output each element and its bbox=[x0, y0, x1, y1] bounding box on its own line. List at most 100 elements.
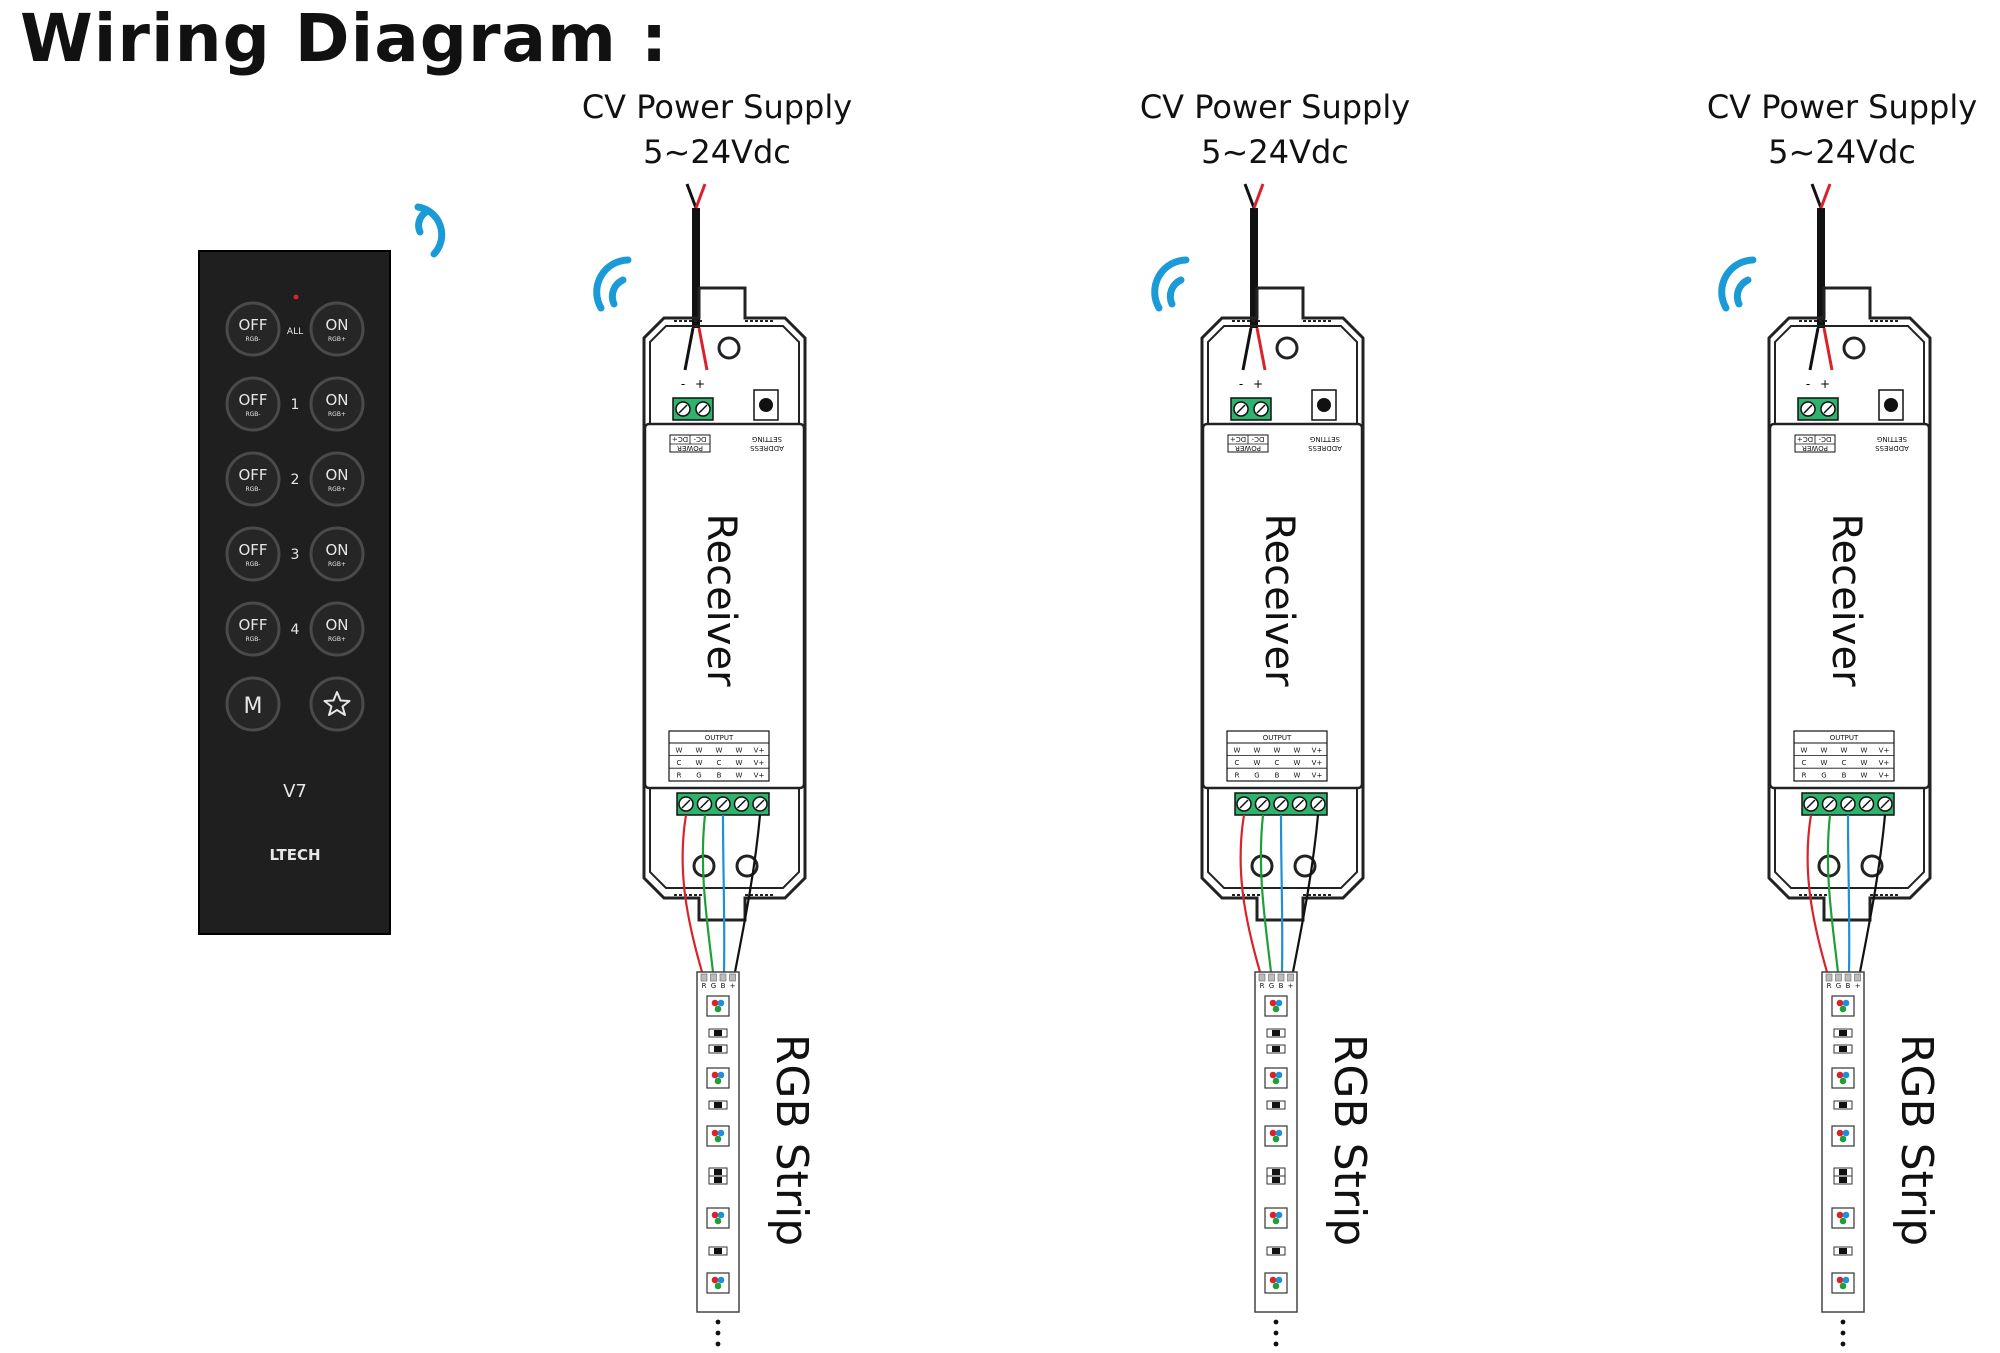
rgb-strip-label: RGB Strip bbox=[1891, 1034, 1942, 1246]
strip-continuation-dots bbox=[1273, 1319, 1279, 1347]
wifi-signal-icon bbox=[414, 203, 446, 258]
strip-pin-label: B bbox=[1279, 982, 1284, 990]
on-sub-label: RGB+ bbox=[328, 336, 346, 343]
output-cell: W bbox=[696, 759, 703, 767]
strip-resistor bbox=[1833, 1175, 1853, 1185]
on-sub-label: RGB+ bbox=[328, 636, 346, 643]
off-sub-label: RGB- bbox=[245, 411, 260, 418]
address-setting-button bbox=[1311, 389, 1337, 421]
receiver-units: CV Power Supply5~24Vdc-+POWERDC-DC+ADDRE… bbox=[582, 88, 1977, 1347]
zone-label: ALL bbox=[287, 327, 303, 337]
polarity-plus: + bbox=[695, 377, 705, 391]
remote-indicator-led bbox=[293, 294, 299, 300]
output-cell: W bbox=[736, 772, 743, 780]
output-cell: W bbox=[1861, 772, 1868, 780]
strip-resistor bbox=[1266, 1175, 1286, 1185]
on-label: ON bbox=[325, 316, 348, 334]
polarity-minus: - bbox=[1239, 377, 1243, 391]
dc-plus-label: DC+ bbox=[672, 435, 688, 443]
zone-label: 3 bbox=[291, 547, 300, 563]
zone-all-on-button[interactable]: ON RGB+ bbox=[309, 301, 365, 357]
output-cell: V+ bbox=[754, 747, 765, 755]
address-label: ADDRESS bbox=[1308, 444, 1342, 452]
setting-label: SETTING bbox=[752, 435, 782, 443]
polarity-minus: - bbox=[1806, 377, 1810, 391]
receiver-unit-3: CV Power Supply5~24Vdc-+POWERDC-DC+ADDRE… bbox=[1707, 88, 1977, 1347]
strip-resistor bbox=[1266, 1044, 1286, 1054]
mounting-hole bbox=[717, 336, 741, 360]
receiver-unit-2: CV Power Supply5~24Vdc-+POWERDC-DC+ADDRE… bbox=[1140, 88, 1410, 1347]
polarity-plus: + bbox=[1253, 377, 1263, 391]
power-label: POWER bbox=[677, 444, 703, 452]
output-cell: W bbox=[1274, 747, 1281, 755]
off-label: OFF bbox=[238, 391, 267, 409]
strip-resistor bbox=[1833, 1100, 1853, 1110]
receiver-unit-1: CV Power Supply5~24Vdc-+POWERDC-DC+ADDRE… bbox=[582, 88, 852, 1347]
strip-resistor bbox=[708, 1246, 728, 1256]
strip-pin-label: G bbox=[1269, 982, 1274, 990]
wifi-signal-icon bbox=[1151, 256, 1190, 312]
output-cell: B bbox=[717, 772, 722, 780]
remote-button-grid: OFFRGB-ONRGB+ALLOFFRGB-ONRGB+1OFFRGB-ONR… bbox=[225, 301, 365, 657]
input-cable bbox=[683, 183, 709, 371]
zone-1-off-button[interactable]: OFF RGB- bbox=[225, 376, 281, 432]
output-cell: W bbox=[1861, 747, 1868, 755]
address-setting-button bbox=[753, 389, 779, 421]
output-cell: V+ bbox=[754, 759, 765, 767]
rgb-strip-label: RGB Strip bbox=[766, 1034, 817, 1246]
remote-model-label: V7 bbox=[283, 781, 307, 802]
output-cell: W bbox=[1821, 759, 1828, 767]
mounting-hole bbox=[735, 854, 759, 878]
receiver-body bbox=[643, 422, 806, 790]
output-cell: G bbox=[1821, 772, 1826, 780]
output-wires bbox=[681, 814, 762, 973]
rgb-led bbox=[1831, 995, 1855, 1017]
output-cell: W bbox=[1861, 759, 1868, 767]
remote-control: OFFRGB-ONRGB+ALLOFFRGB-ONRGB+1OFFRGB-ONR… bbox=[198, 203, 446, 935]
rgb-led bbox=[706, 1272, 730, 1294]
strip-resistor bbox=[1266, 1167, 1286, 1177]
strip-pin-label: R bbox=[1260, 982, 1265, 990]
on-sub-label: RGB+ bbox=[328, 486, 346, 493]
output-cell: V+ bbox=[1879, 747, 1890, 755]
strip-resistor bbox=[1266, 1100, 1286, 1110]
output-label: OUTPUT bbox=[1263, 734, 1292, 742]
strip-continuation-dots bbox=[1840, 1319, 1846, 1347]
zone-label: 2 bbox=[291, 472, 300, 488]
output-cell: W bbox=[1841, 747, 1848, 755]
address-setting-button bbox=[1878, 389, 1904, 421]
address-label: ADDRESS bbox=[1875, 444, 1909, 452]
rgb-led bbox=[1264, 1207, 1288, 1229]
receiver-body bbox=[1201, 422, 1364, 790]
on-sub-label: RGB+ bbox=[328, 411, 346, 418]
power-supply-label: CV Power Supply bbox=[1707, 88, 1977, 126]
dc-minus-label: DC- bbox=[693, 435, 706, 443]
receiver-label: Receiver bbox=[1256, 513, 1302, 687]
strip-pin-label: B bbox=[1846, 982, 1851, 990]
output-label: OUTPUT bbox=[1830, 734, 1859, 742]
strip-resistor bbox=[1833, 1028, 1853, 1038]
rgb-led bbox=[1264, 1272, 1288, 1294]
favorite-button[interactable] bbox=[309, 676, 365, 732]
output-cell: W bbox=[1294, 772, 1301, 780]
mode-button[interactable]: M bbox=[225, 676, 281, 732]
wifi-signal-icon bbox=[593, 256, 632, 312]
strip-resistor bbox=[1833, 1167, 1853, 1177]
rgb-led bbox=[1264, 1067, 1288, 1089]
rgb-led bbox=[1831, 1207, 1855, 1229]
rgb-led bbox=[706, 1125, 730, 1147]
